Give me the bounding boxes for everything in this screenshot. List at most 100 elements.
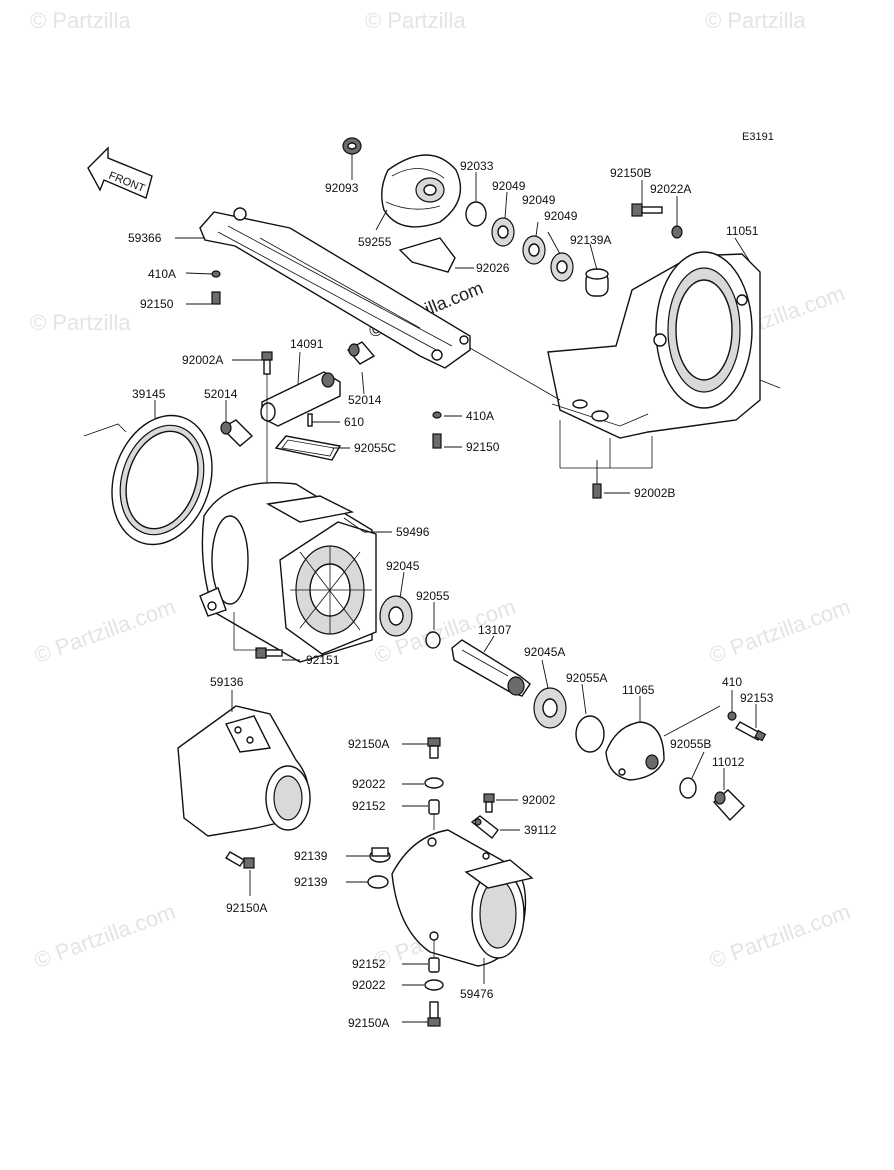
part-label: 92002A xyxy=(182,353,223,367)
part-label: 92049 xyxy=(544,209,578,223)
watermark: © Partzilla xyxy=(30,8,131,33)
watermark: © Partzilla xyxy=(705,8,806,33)
cap-11065 xyxy=(605,721,665,781)
oring-92055 xyxy=(425,631,441,649)
collar-92152-lower xyxy=(428,957,440,973)
impeller-part xyxy=(381,154,462,228)
bolt-92150A-left xyxy=(225,851,255,869)
part-label: 410A xyxy=(148,267,176,281)
part-label: 92049 xyxy=(492,179,526,193)
part-label: 92055A xyxy=(566,671,607,685)
bolt-92151 xyxy=(255,647,283,659)
gasket-92055C xyxy=(274,435,342,461)
fitting-52014-right xyxy=(346,341,376,365)
bolt-92150-top xyxy=(211,291,221,305)
part-label: 11065 xyxy=(622,683,655,697)
part-label: 92139 xyxy=(294,849,328,863)
part-label: 59366 xyxy=(128,231,162,245)
part-labels: 92093 92033 92049 92049 92049 92150B 920… xyxy=(128,159,774,1030)
washer-410A-mid xyxy=(432,411,442,419)
watermark: © Partzilla xyxy=(365,8,466,33)
part-label: 92150A xyxy=(226,901,267,915)
washer-92022-upper xyxy=(424,777,444,789)
part-label: 11051 xyxy=(726,224,759,238)
lever-39112 xyxy=(470,815,499,839)
bolt-92150A-lower xyxy=(427,1001,441,1027)
bolt-92002 xyxy=(483,793,495,813)
pump-housing-part xyxy=(199,481,377,663)
bolt-92150B xyxy=(631,203,663,217)
bearing-92045A xyxy=(533,687,567,729)
part-label: 52014 xyxy=(348,393,382,407)
part-label: 59476 xyxy=(460,987,494,1001)
watermark: © Partzilla.com xyxy=(706,899,854,973)
part-label: 59255 xyxy=(358,235,392,249)
bolt-92150A-upper xyxy=(427,737,441,759)
part-label: 92150 xyxy=(140,297,174,311)
part-label: 92033 xyxy=(460,159,494,173)
part-label: 92002B xyxy=(634,486,675,500)
part-label: 92151 xyxy=(306,653,340,667)
part-label: 39112 xyxy=(524,823,557,837)
ring-39145 xyxy=(83,414,213,546)
part-label: 13107 xyxy=(478,623,512,637)
pin-610 xyxy=(307,413,313,427)
part-label: 14091 xyxy=(290,337,324,351)
front-direction-arrow: FRONT xyxy=(87,146,153,199)
part-label: 92022A xyxy=(650,182,691,196)
washer-410 xyxy=(727,711,737,721)
watermark: © Partzilla xyxy=(30,310,131,335)
part-label: 92150A xyxy=(348,1016,389,1030)
part-label: 92055 xyxy=(416,589,450,603)
part-label: 59136 xyxy=(210,675,244,689)
seal-92093 xyxy=(342,137,362,155)
part-label: 92152 xyxy=(352,957,386,971)
part-label: 92093 xyxy=(325,181,359,195)
figure-code: E3191 xyxy=(742,131,774,143)
part-label: 92055C xyxy=(354,441,396,455)
part-label: 52014 xyxy=(204,387,238,401)
part-label: 92055B xyxy=(670,737,711,751)
plug-11012 xyxy=(713,789,745,822)
bearing-group-92049 xyxy=(491,217,574,282)
part-label: 92022 xyxy=(352,777,386,791)
leader-lines xyxy=(154,351,757,790)
part-label: 92022 xyxy=(352,978,386,992)
part-label: 11012 xyxy=(712,755,745,769)
part-label: 92045A xyxy=(524,645,565,659)
watermark: © Partzilla.com xyxy=(31,899,179,973)
part-label: 92153 xyxy=(740,691,774,705)
leader-lines xyxy=(175,154,781,494)
washer-92022A xyxy=(671,225,683,239)
watermark: © Partzilla.com xyxy=(31,594,179,668)
nozzle-59136 xyxy=(177,705,311,837)
part-label: 610 xyxy=(344,415,364,429)
pump-case-part xyxy=(547,251,761,439)
plate-92026 xyxy=(398,237,456,273)
part-label: 92139 xyxy=(294,875,328,889)
part-label: 92139A xyxy=(570,233,611,247)
bolt-92002B xyxy=(592,483,602,499)
part-label: 59496 xyxy=(396,525,430,539)
part-label: 92045 xyxy=(386,559,420,573)
oring-92055B xyxy=(679,777,697,799)
part-label: 92049 xyxy=(522,193,556,207)
collar-92152-upper xyxy=(428,799,440,815)
oring-92055A xyxy=(575,715,605,753)
fitting-52014-left xyxy=(220,419,254,447)
bushing-92139-upper xyxy=(369,847,391,863)
bolt-92153 xyxy=(734,721,767,742)
part-label: 92150B xyxy=(610,166,651,180)
part-label: 410A xyxy=(466,409,494,423)
part-label: 92150A xyxy=(348,737,389,751)
ride-plate-part xyxy=(199,207,471,369)
part-label: 39145 xyxy=(132,387,166,401)
washer-92022-lower xyxy=(424,979,444,991)
steering-nozzle-59476 xyxy=(391,829,534,967)
part-label: 92026 xyxy=(476,261,510,275)
body-14091 xyxy=(260,371,341,427)
bushing-92139-lower xyxy=(367,875,389,889)
shaft-13107 xyxy=(451,639,531,697)
part-label: 92150 xyxy=(466,440,500,454)
bolt-92150-mid xyxy=(432,433,442,449)
